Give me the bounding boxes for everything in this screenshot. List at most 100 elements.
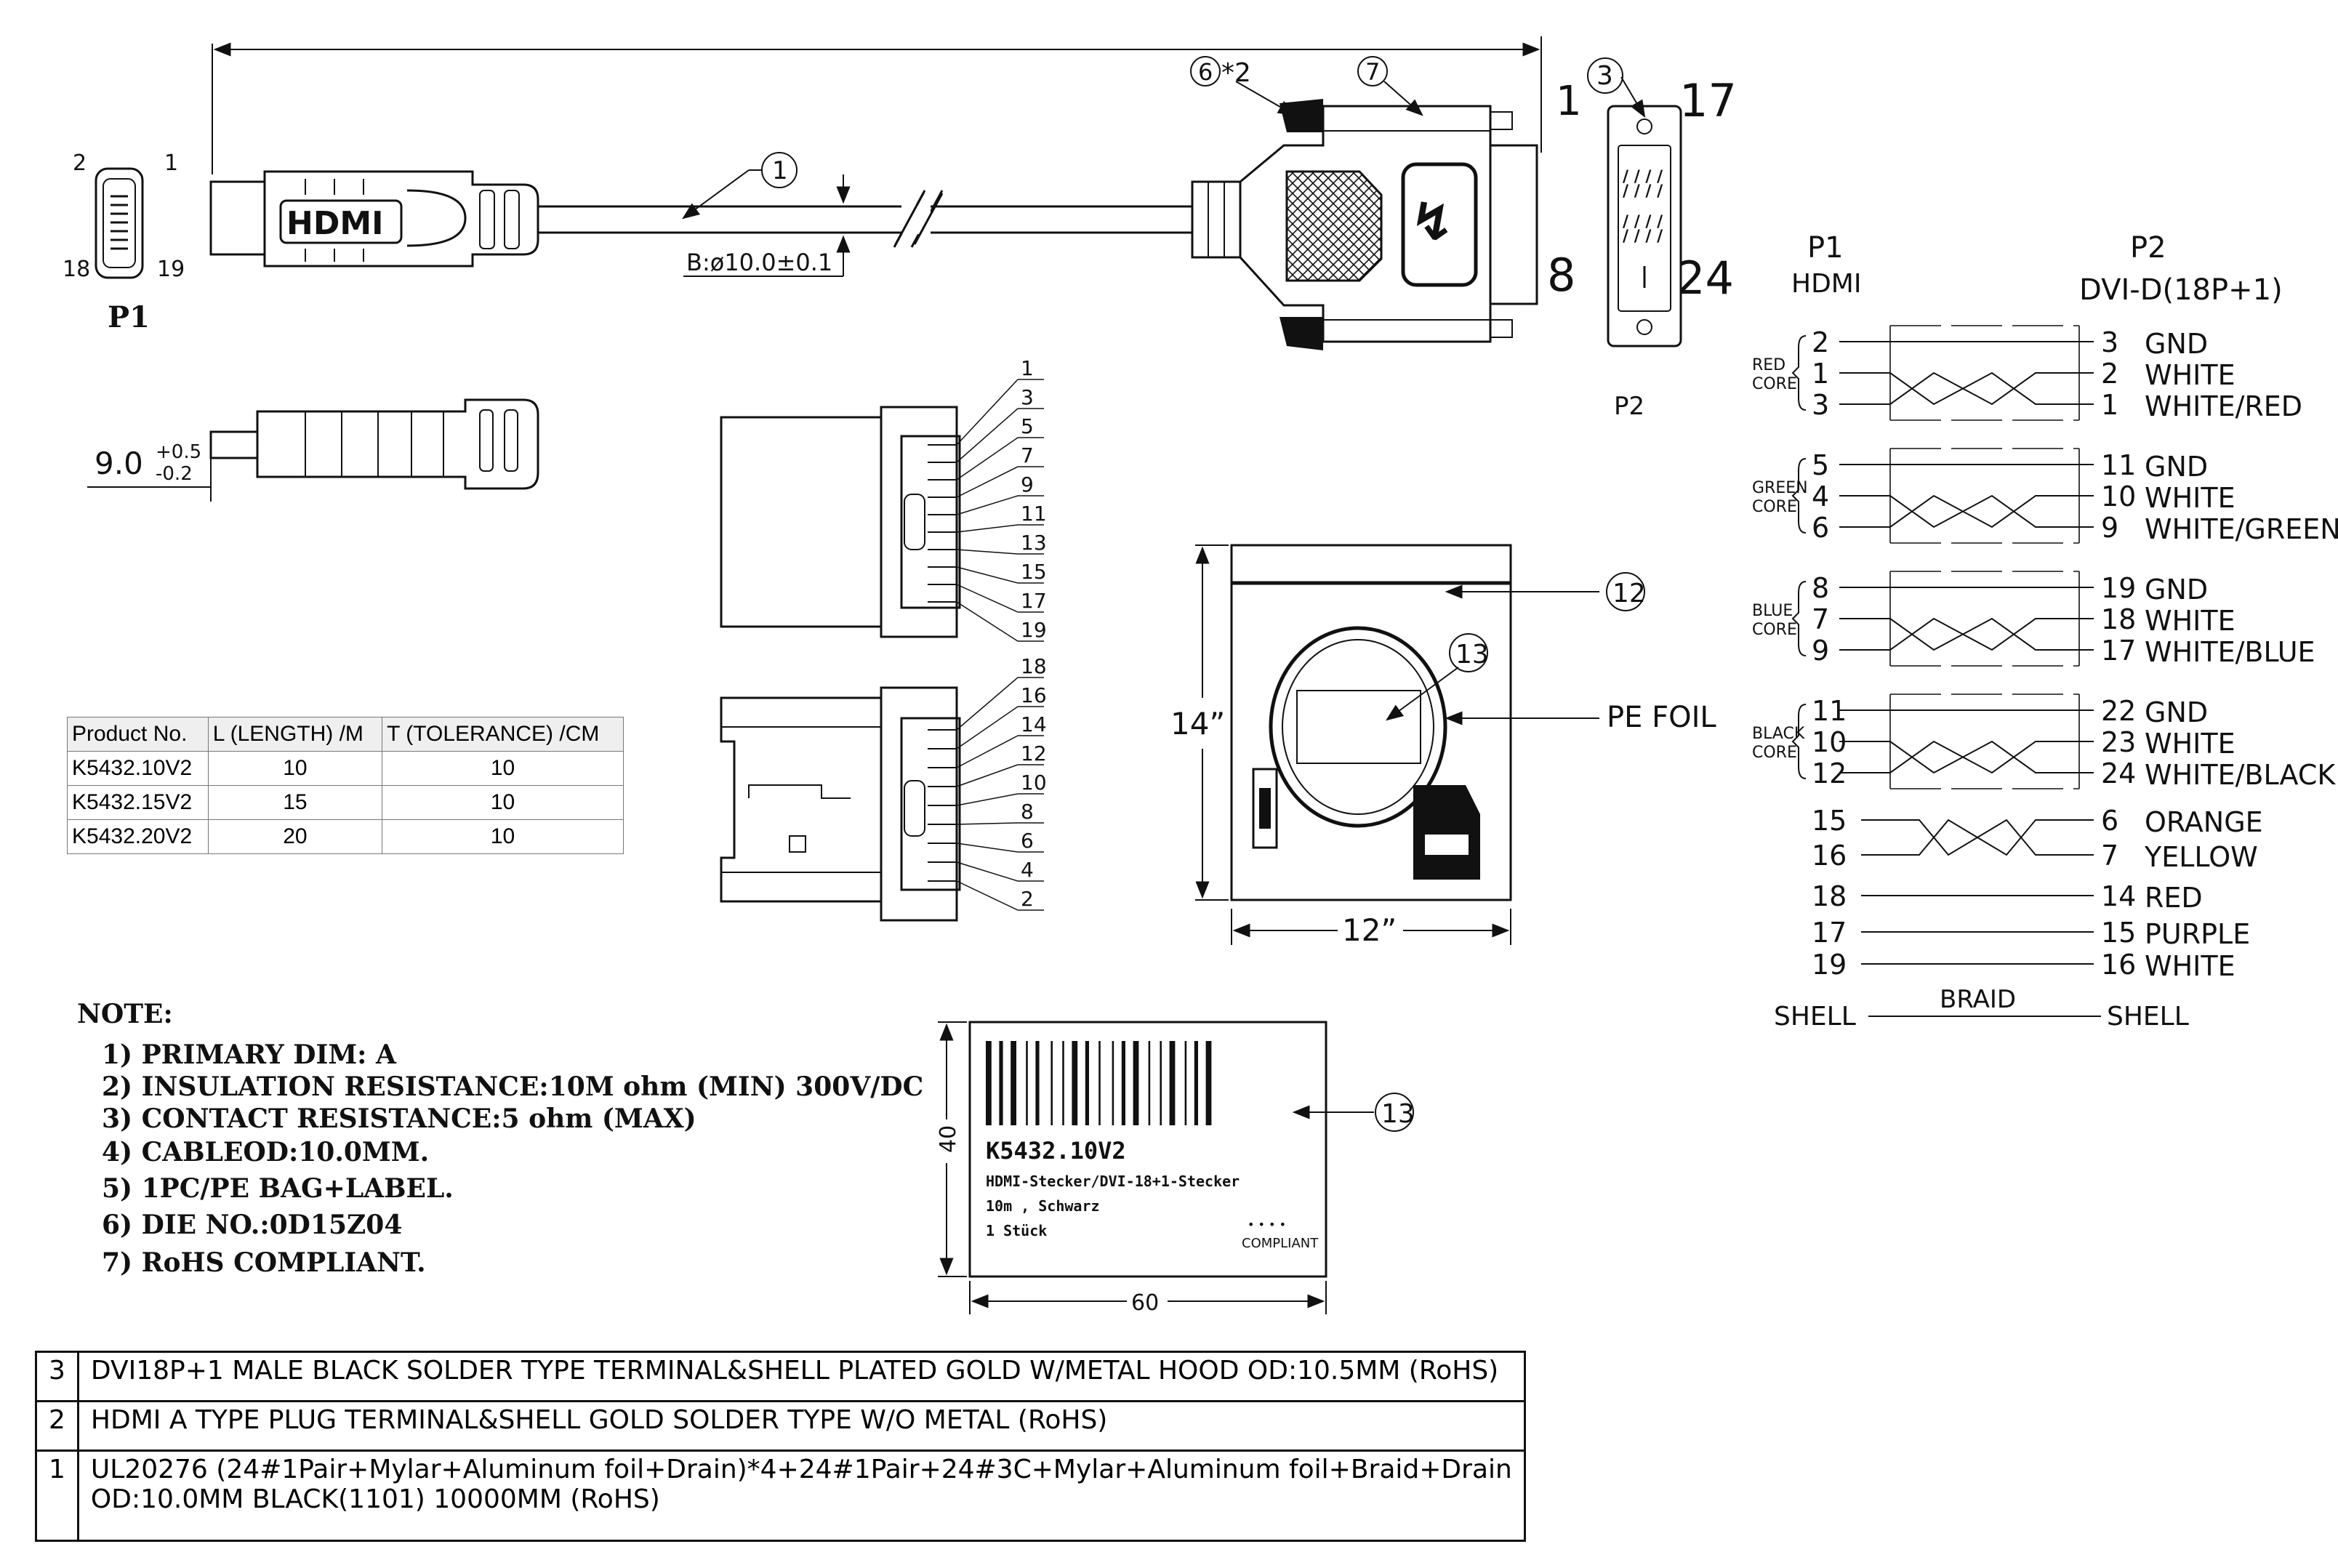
core-bracket <box>1791 335 1807 411</box>
pin-number-label: 8 <box>1021 800 1034 824</box>
barcode-bar <box>1112 1041 1114 1125</box>
length-cell: 15 <box>207 785 383 820</box>
wiring-right-pin: 3 <box>2101 326 2118 358</box>
pin-leader <box>956 408 1019 463</box>
pin-leader <box>956 495 1019 515</box>
barcode-bar <box>999 1041 1003 1125</box>
wiring-left-pin: 15 <box>1812 805 1847 837</box>
pin-number-label: 12 <box>1021 741 1047 765</box>
p1-label: P1 <box>108 300 150 334</box>
label-part-number: K5432.10V2 <box>986 1137 1126 1165</box>
twisted-pair-wire <box>1839 371 2094 406</box>
callout-6-qty: *2 <box>1221 58 1251 88</box>
p2-label: P2 <box>1614 392 1644 421</box>
barcode-bar <box>1051 1041 1053 1125</box>
twisted-pair-wire <box>1839 617 2094 651</box>
table-row: 1 UL20276 (24#1Pair+Mylar+Aluminum foil+… <box>35 1450 1526 1542</box>
pin-number-label: 15 <box>1021 560 1047 584</box>
pin-leader <box>956 677 1019 731</box>
wiring-left-pin: 19 <box>1812 949 1847 981</box>
pin-number-label: 19 <box>1021 618 1047 642</box>
length-table-header: L (LENGTH) /M <box>207 717 383 752</box>
pin-number-label: 4 <box>1021 858 1034 882</box>
wiring-left-pin: 1 <box>1812 358 1829 390</box>
dvi-logo-mark: ↯ <box>1410 191 1454 252</box>
p1-pin-19: 19 <box>157 257 185 282</box>
note-item: 2) INSULATION RESISTANCE:10M ohm (MIN) 3… <box>102 1072 924 1102</box>
note-item: 1) PRIMARY DIM: A <box>102 1040 396 1070</box>
pin-leader <box>956 735 1019 768</box>
label-compliant: COMPLIANT <box>1242 1236 1319 1251</box>
overall-length-dimension <box>212 36 1542 174</box>
pe-bag-view: 14” 12” 12 13 PE FOIL <box>1170 544 1716 948</box>
twisted-pair-wire <box>1839 740 2094 774</box>
wiring-wire-color: WHITE/RED <box>2145 390 2302 422</box>
core-bracket <box>1791 458 1807 534</box>
callout-3: 3 <box>1596 61 1613 91</box>
label-line-2: 10m , Schwarz <box>986 1197 1100 1215</box>
length-cell: 10 <box>207 751 383 786</box>
wiring-wire-color: WHITE <box>2145 728 2235 760</box>
wiring-wire-color: WHITE <box>2145 359 2235 391</box>
p1-pin-18: 18 <box>63 257 90 282</box>
wiring-left-pin: 9 <box>1812 635 1829 667</box>
shield-box <box>1890 325 2079 421</box>
shield-box <box>1890 571 2079 667</box>
wiring-right-pin: 15 <box>2101 917 2136 949</box>
bom-item-no: 3 <box>35 1351 79 1402</box>
bag-width-dim: 12” <box>1342 912 1397 948</box>
barcode-bar <box>1160 1041 1162 1125</box>
length-table-header: T (TOLERANCE) /CM <box>382 717 624 752</box>
wiring-right-pin: 23 <box>2101 726 2136 758</box>
wiring-left-pin: 7 <box>1812 603 1829 635</box>
core-label: CORE <box>1752 498 1797 516</box>
p1-face-view: 2 1 18 19 P1 <box>63 150 185 334</box>
barcode-bar <box>1062 1041 1064 1125</box>
wiring-left-pin: 4 <box>1812 481 1829 512</box>
barcode-bar <box>1148 1041 1151 1125</box>
wiring-p2-sub: DVI-D(18P+1) <box>2079 273 2283 307</box>
twisted-pair-wire <box>1839 494 2094 528</box>
pin-leader <box>956 793 1019 806</box>
barcode-bar <box>1133 1041 1139 1125</box>
length-cell: 20 <box>207 819 383 854</box>
bom-item-desc: HDMI A TYPE PLUG TERMINAL&SHELL GOLD SOL… <box>76 1400 1526 1452</box>
wiring-right-pin: 16 <box>2101 949 2136 981</box>
pin-number-label: 13 <box>1021 531 1047 555</box>
pin-leader <box>956 466 1019 498</box>
hdmi-plug-side-view: HDMI <box>209 170 539 268</box>
wiring-left-pin: 2 <box>1812 326 1829 358</box>
callout-13-bag: 13 <box>1455 640 1489 670</box>
pin-leader <box>956 601 1019 642</box>
wiring-wire-color: WHITE <box>2145 605 2235 637</box>
svg-text:/ / / /: / / / / <box>1623 182 1663 201</box>
p1-pin-1: 1 <box>164 150 178 176</box>
twisted-pair-wire <box>1839 740 2094 774</box>
callout-1: 1 <box>772 156 788 185</box>
wiring-wire-color: WHITE <box>2145 482 2235 514</box>
wiring-left-pin: 5 <box>1812 449 1829 481</box>
label-dots: • • • • <box>1248 1218 1286 1231</box>
note-item: 4) CABLEOD:10.0MM. <box>102 1137 430 1167</box>
pin-leader <box>956 549 1019 555</box>
wiring-right-pin: 22 <box>2101 695 2136 727</box>
bom-item-no: 1 <box>35 1450 79 1542</box>
p1-pin-2: 2 <box>73 150 87 176</box>
cable: B:ø10.0±0.1 1 <box>538 152 1192 277</box>
core-label: CORE <box>1752 744 1797 762</box>
core-label: BLUE <box>1752 602 1793 620</box>
note-item: 5) 1PC/PE BAG+LABEL. <box>102 1173 454 1204</box>
wiring-left-pin: 17 <box>1812 917 1847 949</box>
barcode-bar <box>1205 1041 1212 1125</box>
product-no-cell: K5432.20V2 <box>67 819 209 854</box>
pin-leader <box>956 584 1019 613</box>
bom-item-desc: UL20276 (24#1Pair+Mylar+Aluminum foil+Dr… <box>90 1455 1512 1484</box>
wiring-right-pin: 24 <box>2101 757 2136 789</box>
label-width-dim: 60 <box>1131 1290 1159 1316</box>
core-bracket <box>1791 581 1807 656</box>
twisted-pair-wire <box>1839 617 2094 651</box>
callout-12: 12 <box>1612 579 1646 608</box>
bag-height-dim: 14” <box>1170 706 1225 741</box>
pin-leader <box>956 843 1019 853</box>
